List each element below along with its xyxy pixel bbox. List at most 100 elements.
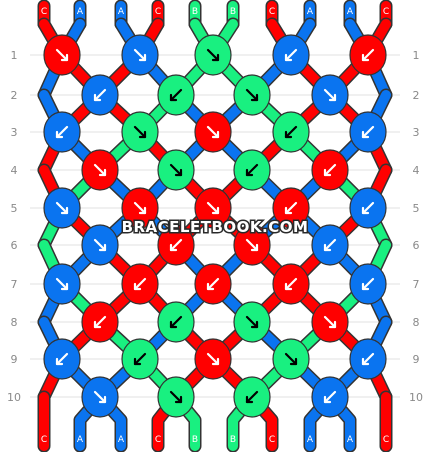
knot-arrow-line bbox=[245, 315, 259, 329]
knot bbox=[349, 187, 387, 229]
knot-arrow-head bbox=[211, 130, 220, 139]
watermark: BRACELETBOOK.COM bbox=[122, 218, 309, 236]
knot-arrow-head bbox=[60, 206, 69, 215]
row-label-left: 10 bbox=[7, 391, 21, 404]
knot-arrow-line bbox=[133, 277, 147, 291]
knot-arrow-line bbox=[245, 163, 259, 177]
knot bbox=[311, 74, 349, 116]
knot-arrow-head bbox=[328, 93, 337, 102]
knot-arrow-head bbox=[245, 168, 254, 177]
knot bbox=[233, 301, 271, 343]
strand-label-bottom: B bbox=[192, 435, 198, 445]
strand-label-bottom: C bbox=[269, 435, 275, 445]
knot-arrow-line bbox=[323, 315, 337, 329]
knot-arrow-line bbox=[55, 201, 69, 215]
knot-arrow-head bbox=[138, 206, 147, 215]
knot bbox=[311, 149, 349, 191]
row-label-left: 1 bbox=[11, 49, 18, 62]
knot-arrow-head bbox=[361, 206, 370, 215]
strand-label-top: B bbox=[192, 7, 198, 17]
row-label-right: 5 bbox=[413, 202, 420, 215]
knot-arrow-head bbox=[245, 395, 254, 404]
knot-arrow-head bbox=[361, 53, 370, 62]
knot bbox=[194, 34, 232, 76]
knot-arrow-line bbox=[55, 277, 69, 291]
knot-arrow-line bbox=[206, 48, 220, 62]
knot-arrow-head bbox=[211, 53, 220, 62]
knot bbox=[311, 301, 349, 343]
knot-arrow-line bbox=[206, 125, 220, 139]
row-label-left: 7 bbox=[11, 278, 18, 291]
knot bbox=[233, 149, 271, 191]
knot-arrow-head bbox=[60, 282, 69, 291]
row-label-left: 5 bbox=[11, 202, 18, 215]
strand-label-bottom: A bbox=[77, 435, 84, 445]
knot-arrow-head bbox=[98, 168, 107, 177]
knot-arrow-head bbox=[93, 320, 102, 329]
knot-arrow-head bbox=[174, 168, 183, 177]
knot-arrow-head bbox=[211, 206, 220, 215]
knot bbox=[43, 111, 81, 153]
row-label-left: 6 bbox=[11, 239, 18, 252]
knot bbox=[272, 338, 310, 380]
knot-arrow-head bbox=[361, 282, 370, 291]
knot bbox=[157, 74, 195, 116]
knot bbox=[233, 376, 271, 418]
knot-arrow-line bbox=[206, 277, 220, 291]
row-label-right: 7 bbox=[413, 278, 420, 291]
knot bbox=[157, 301, 195, 343]
knot-arrow-line bbox=[93, 163, 107, 177]
knot bbox=[349, 111, 387, 153]
knot-arrow-line bbox=[169, 315, 183, 329]
knot-arrow-head bbox=[169, 243, 178, 252]
knot-arrow-line bbox=[361, 125, 375, 139]
knot-arrow-line bbox=[361, 48, 375, 62]
knot bbox=[121, 187, 159, 229]
knot-arrow-head bbox=[284, 206, 293, 215]
strand-label-bottom: A bbox=[347, 435, 354, 445]
strand-label-top: C bbox=[155, 7, 161, 17]
strand-label-top: A bbox=[77, 7, 84, 17]
knot-arrow-head bbox=[98, 395, 107, 404]
knot-arrow-head bbox=[60, 53, 69, 62]
knot bbox=[43, 338, 81, 380]
knot-arrow-head bbox=[211, 357, 220, 366]
knot-arrow-line bbox=[169, 88, 183, 102]
knot bbox=[43, 34, 81, 76]
knot-arrow-line bbox=[93, 88, 107, 102]
knot-arrow-head bbox=[250, 320, 259, 329]
knot-arrow-line bbox=[55, 352, 69, 366]
knot-arrow-head bbox=[289, 357, 298, 366]
knot-arrow-head bbox=[323, 395, 332, 404]
knot-arrow-head bbox=[250, 243, 259, 252]
knot-arrow-line bbox=[323, 390, 337, 404]
knot bbox=[311, 224, 349, 266]
row-label-right: 3 bbox=[413, 126, 420, 139]
knot-arrow-head bbox=[55, 357, 64, 366]
row-label-left: 4 bbox=[11, 164, 18, 177]
knot-arrow-line bbox=[133, 352, 147, 366]
knot bbox=[194, 187, 232, 229]
knot bbox=[233, 224, 271, 266]
knot bbox=[311, 376, 349, 418]
strand-label-top: A bbox=[347, 7, 354, 17]
knot-arrow-head bbox=[133, 282, 142, 291]
knot-arrow-line bbox=[206, 352, 220, 366]
knot-arrow-line bbox=[93, 390, 107, 404]
knot-arrow-head bbox=[361, 130, 370, 139]
knot-arrow-line bbox=[361, 277, 375, 291]
knot bbox=[233, 74, 271, 116]
knot-arrow-head bbox=[328, 320, 337, 329]
row-label-right: 6 bbox=[413, 239, 420, 252]
knot bbox=[349, 263, 387, 305]
strand-label-top: C bbox=[269, 7, 275, 17]
knot-arrow-head bbox=[169, 320, 178, 329]
knot-arrow-line bbox=[55, 48, 69, 62]
knot-arrow-line bbox=[323, 238, 337, 252]
knot-arrow-line bbox=[55, 125, 69, 139]
strand-label-bottom: C bbox=[383, 435, 389, 445]
row-label-right: 9 bbox=[413, 353, 420, 366]
knot-arrow-head bbox=[284, 282, 293, 291]
